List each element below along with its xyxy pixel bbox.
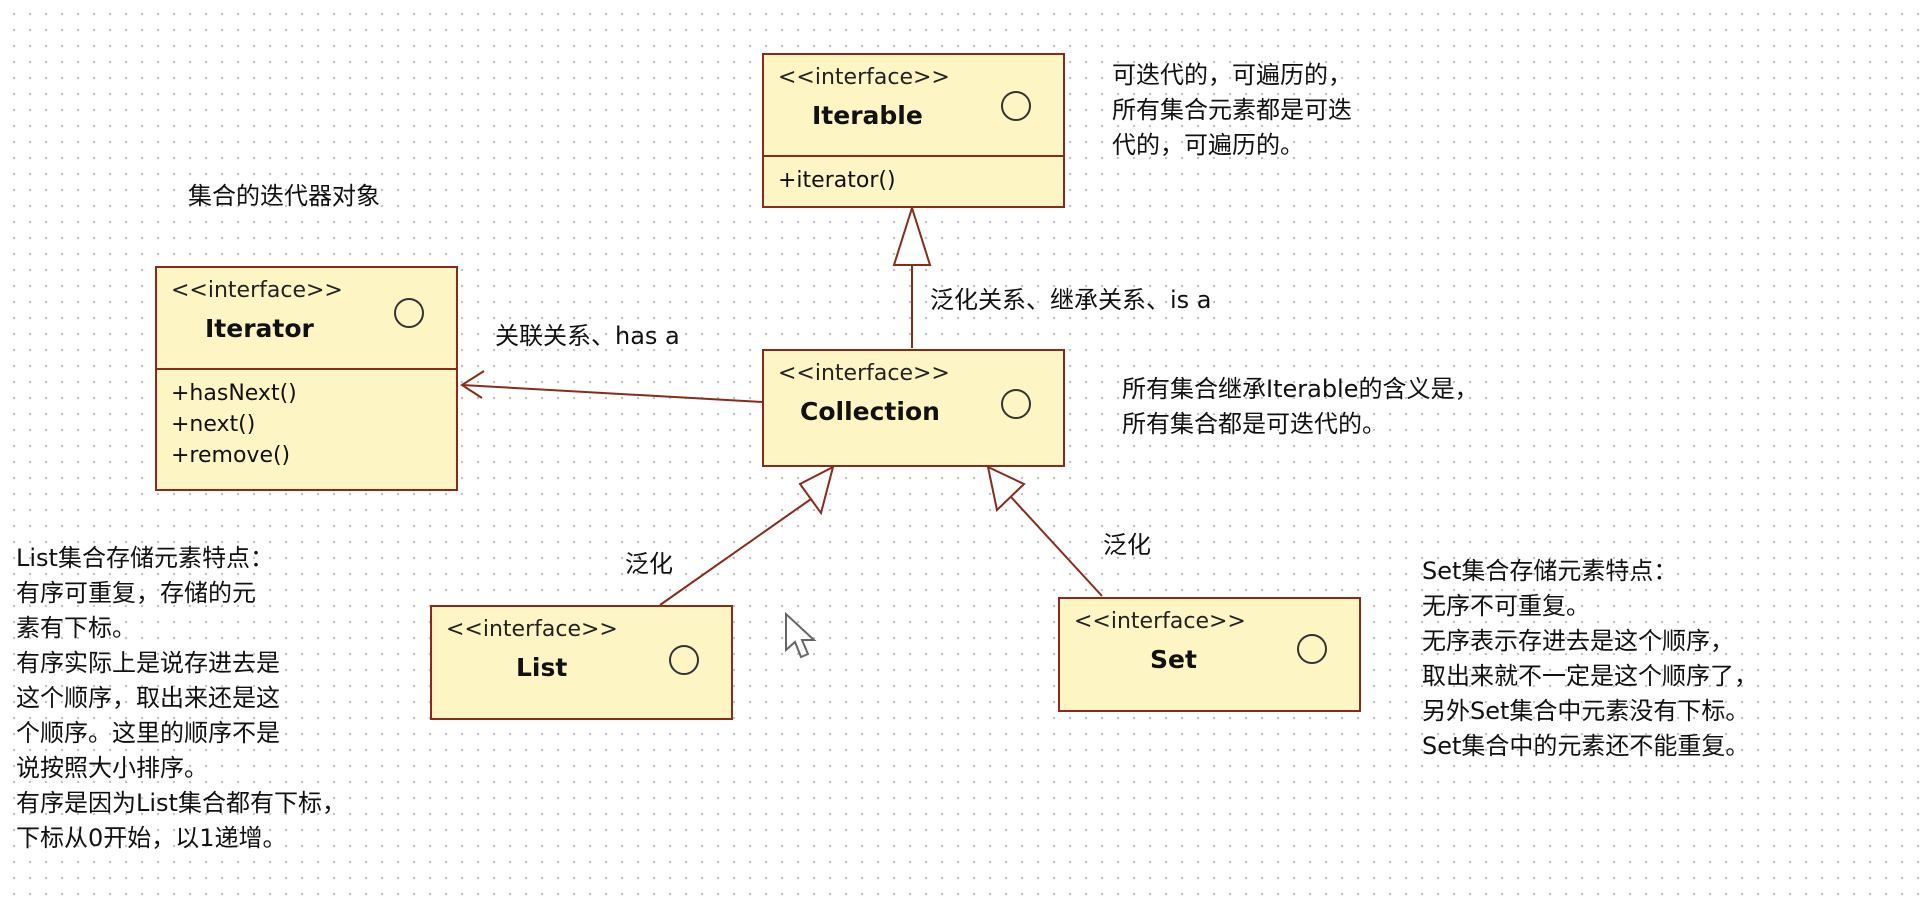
- stereotype-label: <<interface>>: [446, 617, 618, 642]
- set-note: Set集合存储元素特点： 无序不可重复。 无序表示存进去是这个顺序， 取出来就不…: [1422, 554, 1758, 764]
- interface-circle-icon: [669, 645, 699, 675]
- note-line: 所有集合都是可迭代的。: [1122, 410, 1386, 438]
- generalization-line-set-collection: [1010, 496, 1103, 597]
- association-arrowhead-iterator: [460, 370, 485, 399]
- interface-iterable[interactable]: <<interface>> Iterable +iterator(): [762, 53, 1065, 208]
- interface-name: Set: [1150, 645, 1197, 674]
- note-line: 下标从0开始，以1递增。: [16, 824, 287, 852]
- relation-label-association: 关联关系、has a: [495, 322, 680, 350]
- interface-collection[interactable]: <<interface>> Collection: [762, 349, 1065, 467]
- note-line: 另外Set集合中元素没有下标。: [1422, 697, 1750, 725]
- note-line: Set集合存储元素特点：: [1422, 557, 1678, 585]
- note-line: 这个顺序，取出来还是这: [16, 684, 280, 712]
- interface-name: List: [516, 653, 568, 682]
- interface-set[interactable]: <<interface>> Set: [1058, 597, 1361, 712]
- generalization-line-list-collection: [659, 498, 812, 606]
- relation-label-generalization-list: 泛化: [625, 550, 673, 578]
- note-line: 说按照大小排序。: [16, 754, 208, 782]
- interface-name: Collection: [800, 397, 940, 426]
- interface-circle-icon: [1297, 634, 1327, 664]
- mouse-cursor-icon: [785, 611, 817, 659]
- note-line: 个顺序。这里的顺序不是: [16, 719, 280, 747]
- generalization-arrowhead-iterable: [892, 204, 932, 266]
- operations-compartment: +iterator(): [764, 155, 1063, 196]
- note-line: List集合存储元素特点：: [16, 544, 274, 572]
- relation-label-generalization: 泛化关系、继承关系、is a: [930, 286, 1212, 314]
- operation: +iterator(): [778, 168, 896, 193]
- interface-name: Iterable: [812, 101, 923, 130]
- note-line: 所有集合继承Iterable的含义是，: [1122, 375, 1479, 403]
- operation: +hasNext(): [171, 381, 297, 406]
- stereotype-label: <<interface>>: [1074, 609, 1246, 634]
- note-line: 可迭代的，可遍历的，: [1112, 61, 1352, 89]
- interface-name: Iterator: [205, 314, 314, 343]
- note-line: 有序可重复，存储的元: [16, 579, 256, 607]
- note-line: 所有集合元素都是可迭: [1112, 96, 1352, 124]
- note-line: Set集合中的元素还不能重复。: [1422, 732, 1750, 760]
- operation: +next(): [171, 412, 256, 437]
- note-line: 代的，可遍历的。: [1112, 131, 1304, 159]
- list-note: List集合存储元素特点： 有序可重复，存储的元 素有下标。 有序实际上是说存进…: [16, 541, 346, 856]
- association-line-collection-iterator: [461, 384, 763, 403]
- relation-label-generalization-set: 泛化: [1103, 531, 1151, 559]
- iterator-title-note: 集合的迭代器对象: [188, 182, 380, 210]
- note-line: 有序实际上是说存进去是: [16, 649, 280, 677]
- iterable-note: 可迭代的，可遍历的， 所有集合元素都是可迭 代的，可遍历的。: [1112, 58, 1352, 163]
- interface-circle-icon: [1001, 389, 1031, 419]
- generalization-arrowhead-collection-left: [798, 465, 835, 516]
- interface-iterator[interactable]: <<interface>> Iterator +hasNext() +next(…: [155, 266, 458, 491]
- stereotype-label: <<interface>>: [778, 361, 950, 386]
- note-line: 无序表示存进去是这个顺序，: [1422, 627, 1734, 655]
- stereotype-label: <<interface>>: [171, 278, 343, 303]
- stereotype-label: <<interface>>: [778, 65, 950, 90]
- note-line: 取出来就不一定是这个顺序了，: [1422, 662, 1758, 690]
- note-line: 素有下标。: [16, 614, 136, 642]
- note-line: 无序不可重复。: [1422, 592, 1590, 620]
- interface-circle-icon: [394, 298, 424, 328]
- interface-circle-icon: [1001, 91, 1031, 121]
- generalization-arrowhead-collection-right: [986, 465, 1026, 512]
- note-line: 有序是因为List集合都有下标，: [16, 789, 346, 817]
- collection-note: 所有集合继承Iterable的含义是， 所有集合都是可迭代的。: [1122, 372, 1479, 442]
- operation: +remove(): [171, 443, 291, 468]
- operations-compartment: +hasNext() +next() +remove(): [157, 368, 456, 471]
- interface-list[interactable]: <<interface>> List: [430, 605, 733, 720]
